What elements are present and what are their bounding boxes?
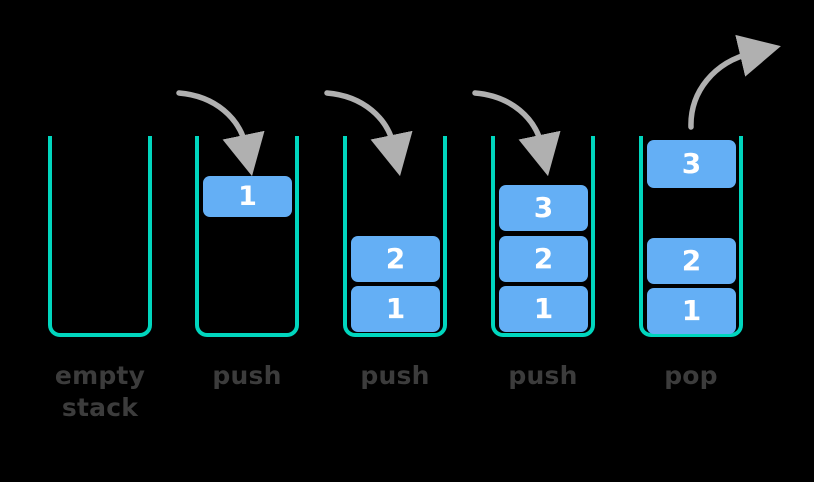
stack-cell[interactable]: 3 xyxy=(499,185,588,231)
stack-label-push: push xyxy=(360,361,430,390)
stack-label-pop: pop xyxy=(664,361,718,390)
stack-container-outline xyxy=(343,136,447,337)
stack-cell[interactable]: 1 xyxy=(203,176,292,217)
stack-cell[interactable]: 2 xyxy=(647,238,736,284)
stack-container-outline xyxy=(491,136,595,337)
stack-cell[interactable]: 1 xyxy=(351,286,440,332)
stack-label-push: push xyxy=(212,361,282,390)
stack-label-empty: empty stack xyxy=(54,361,146,422)
stack-cell[interactable]: 2 xyxy=(499,236,588,282)
stack-container-outline xyxy=(639,136,743,337)
pop-arrow-icon xyxy=(688,34,781,130)
stack-cell[interactable]: 1 xyxy=(647,288,736,334)
stack-cell[interactable]: 1 xyxy=(499,286,588,332)
stack-cell[interactable]: 2 xyxy=(351,236,440,282)
stack-container-outline xyxy=(195,136,299,337)
stack-cell-popped[interactable]: 3 xyxy=(647,140,736,188)
stack-container-outline xyxy=(48,136,152,337)
stack-label-push: push xyxy=(508,361,578,390)
